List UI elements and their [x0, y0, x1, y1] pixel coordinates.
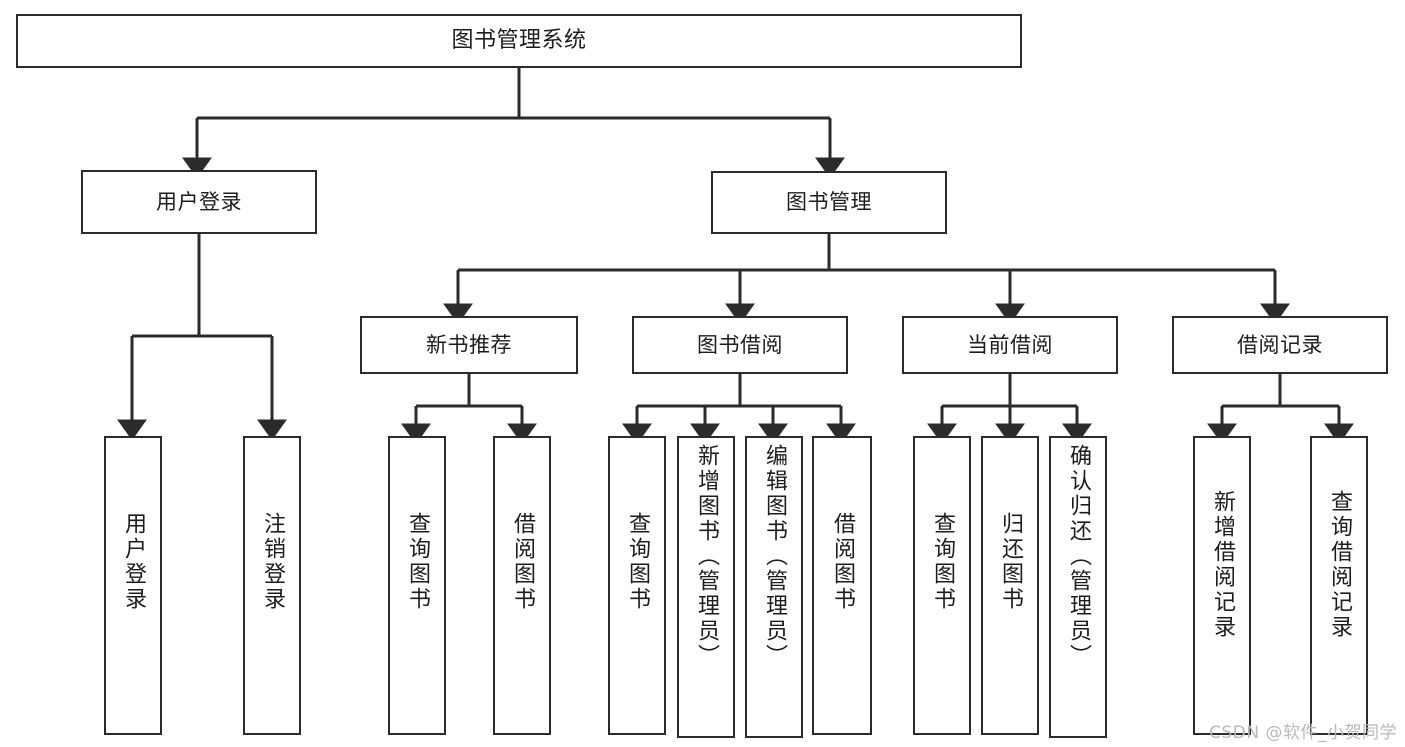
node-leaf-add-record-label: 新增借阅记录 [1210, 490, 1235, 640]
node-user-login-label: 用户登录 [156, 189, 242, 214]
node-leaf-edit-book-label: 编辑图书（管理员） [762, 444, 787, 669]
node-leaf-borrow-book-2-label: 借阅图书 [830, 512, 855, 612]
node-book-borrow-label: 图书借阅 [697, 332, 783, 357]
node-leaf-add-book[interactable]: 新增图书（管理员） [677, 436, 735, 738]
node-leaf-borrow-book-1[interactable]: 借阅图书 [493, 436, 551, 735]
node-leaf-borrow-book-1-label: 借阅图书 [510, 512, 535, 612]
node-leaf-return-book[interactable]: 归还图书 [981, 436, 1039, 735]
node-leaf-user-login-label: 用户登录 [121, 512, 146, 612]
node-root-label: 图书管理系统 [451, 28, 587, 54]
node-new-book-recommend[interactable]: 新书推荐 [360, 316, 578, 374]
node-current-borrow[interactable]: 当前借阅 [902, 316, 1118, 374]
csdn-watermark: CSDN @软件_小贺同学 [1209, 723, 1397, 743]
node-leaf-query-book-2-label: 查询图书 [625, 512, 650, 612]
node-leaf-query-record-label: 查询借阅记录 [1327, 490, 1352, 640]
node-leaf-query-book-3-label: 查询图书 [930, 512, 955, 612]
node-leaf-user-login[interactable]: 用户登录 [104, 436, 162, 735]
node-current-borrow-label: 当前借阅 [967, 332, 1053, 357]
node-leaf-add-book-label: 新增图书（管理员） [694, 444, 719, 669]
node-leaf-query-record[interactable]: 查询借阅记录 [1310, 436, 1368, 735]
node-leaf-query-book-2[interactable]: 查询图书 [608, 436, 666, 735]
node-leaf-borrow-book-2[interactable]: 借阅图书 [812, 436, 872, 735]
node-book-management[interactable]: 图书管理 [711, 171, 947, 234]
node-book-borrow[interactable]: 图书借阅 [632, 316, 848, 374]
node-leaf-return-book-label: 归还图书 [998, 512, 1023, 612]
node-leaf-query-book-1-label: 查询图书 [405, 512, 430, 612]
node-borrow-record[interactable]: 借阅记录 [1172, 316, 1388, 374]
node-leaf-user-logout-label: 注销登录 [260, 512, 285, 612]
node-book-management-label: 图书管理 [786, 190, 872, 215]
node-leaf-user-logout[interactable]: 注销登录 [243, 436, 301, 735]
node-borrow-record-label: 借阅记录 [1237, 332, 1323, 357]
node-leaf-query-book-3[interactable]: 查询图书 [913, 436, 971, 735]
node-leaf-add-record[interactable]: 新增借阅记录 [1193, 436, 1251, 735]
node-root[interactable]: 图书管理系统 [16, 14, 1022, 68]
node-new-book-recommend-label: 新书推荐 [426, 332, 512, 357]
node-leaf-query-book-1[interactable]: 查询图书 [388, 436, 446, 735]
node-leaf-confirm-return-label: 确认归还（管理员） [1066, 444, 1091, 669]
node-user-login[interactable]: 用户登录 [81, 170, 317, 234]
node-leaf-edit-book[interactable]: 编辑图书（管理员） [745, 436, 803, 738]
node-leaf-confirm-return[interactable]: 确认归还（管理员） [1049, 436, 1107, 738]
